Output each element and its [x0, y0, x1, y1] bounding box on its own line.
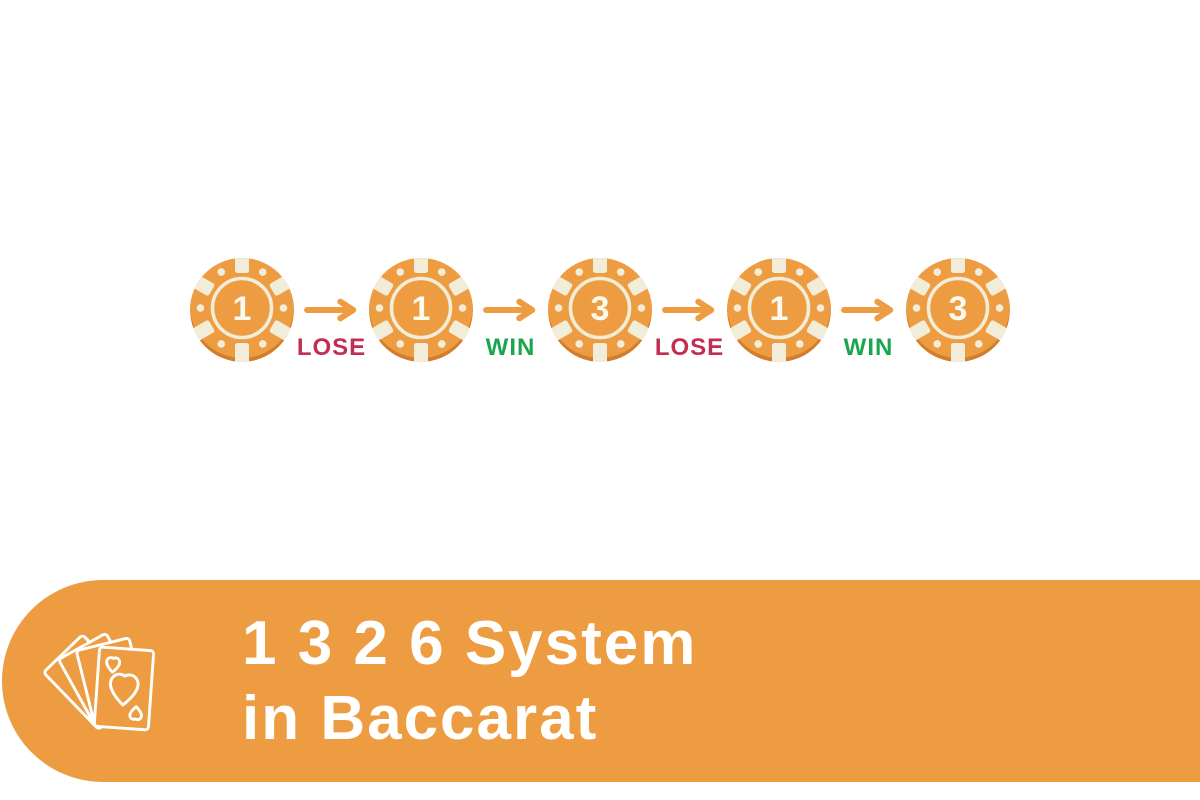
transition-win: WIN: [474, 257, 547, 363]
chip-value: 1: [412, 290, 431, 328]
chip-value: 1: [770, 290, 789, 328]
chip-inner-ring: [210, 276, 274, 340]
page-title: 1 3 2 6 System in Baccarat: [242, 606, 697, 756]
title-line-2: in Baccarat: [242, 684, 599, 753]
casino-chip: 3: [548, 258, 652, 362]
casino-chip: 1: [727, 258, 831, 362]
chip-value: 3: [591, 290, 610, 328]
title-banner: 1 3 2 6 System in Baccarat: [2, 580, 1200, 782]
arrow-right-icon: [482, 298, 535, 322]
transition-lose: LOSE: [653, 257, 726, 363]
outcome-label: WIN: [843, 334, 894, 361]
chip-body: [548, 258, 652, 358]
chip-body: [906, 258, 1010, 358]
card-front: [92, 645, 156, 732]
arrow-right-icon: [840, 298, 893, 322]
casino-chip: 3: [906, 258, 1010, 362]
outcome-label: WIN: [485, 334, 536, 361]
outcome-label: LOSE: [654, 334, 725, 361]
chip-inner-ring: [389, 276, 453, 340]
arrow-right-icon: [303, 298, 356, 322]
chip-value: 3: [949, 290, 968, 328]
chip-body: [369, 258, 473, 358]
arrow-right-icon: [661, 298, 714, 322]
chip-inner-ring: [926, 276, 990, 340]
chip-inner-ring: [568, 276, 632, 340]
transition-win: WIN: [832, 257, 905, 363]
title-line-1: 1 3 2 6 System: [242, 609, 698, 678]
heart-small-bottom-icon: [128, 705, 143, 722]
outcome-label: LOSE: [296, 334, 367, 361]
casino-chip: 1: [190, 258, 294, 362]
chip-inner-ring: [747, 276, 811, 340]
playing-cards-icon: [43, 632, 156, 732]
chip-value: 1: [233, 290, 252, 328]
betting-sequence: 1 LOSE 1 WIN: [0, 257, 1200, 363]
casino-chip: 1: [369, 258, 473, 362]
transition-lose: LOSE: [295, 257, 368, 363]
heart-large-icon: [109, 672, 140, 707]
chip-body: [727, 258, 831, 358]
chip-body: [190, 258, 294, 358]
heart-small-top-icon: [105, 656, 122, 674]
